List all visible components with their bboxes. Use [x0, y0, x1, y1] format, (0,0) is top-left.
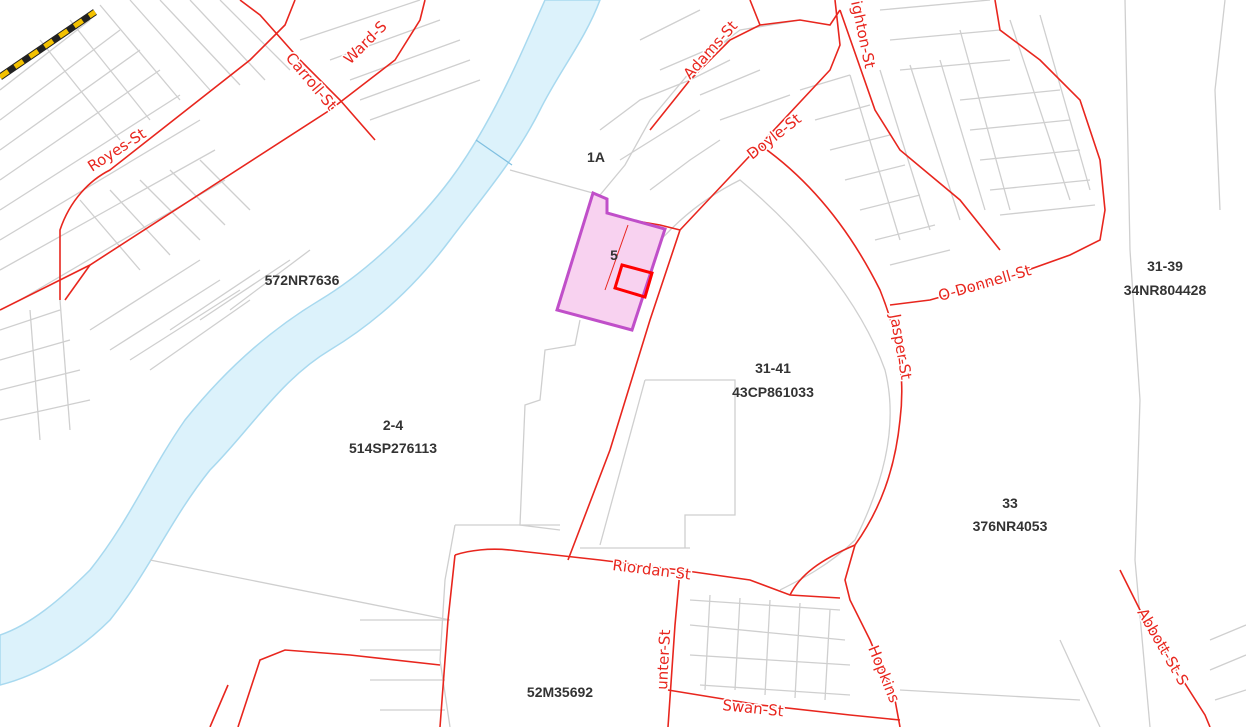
road-adams-st: [649, 9, 841, 131]
lot-label-31-41-number: 31-41: [755, 360, 791, 376]
lot-label-2-4-plan: 514SP276113: [349, 440, 437, 456]
road-network: [0, 0, 1211, 727]
subject-lot-internal-line: [604, 224, 629, 291]
railway-line: [0, 9, 97, 80]
highlight-box[interactable]: [613, 263, 654, 299]
road-doyle-st: [679, 0, 841, 231]
street-label-hunter-st: unter-St: [653, 629, 674, 690]
street-label-adams-st: Adams-St: [680, 17, 742, 83]
street-label-ward-st: Ward-S: [340, 17, 391, 68]
road-riordan-st: [454, 548, 841, 599]
street-label-hopkins-st: Hopkins: [864, 643, 903, 706]
road-swan-st: [667, 689, 901, 721]
lot-label-31-39-number: 31-39: [1147, 258, 1183, 274]
road-leighton-st: [839, 9, 1001, 251]
street-label-jasper-st: Jasper-St: [886, 312, 915, 381]
lot-label-31-39-plan: 34NR804428: [1124, 282, 1207, 298]
street-label-odonnell-st: O-Donnell-St: [936, 261, 1033, 305]
road-odonnell-st: [889, 0, 1106, 306]
river-crossing-line: [475, 139, 513, 166]
lot-label-572nr7636: 572NR7636: [265, 272, 340, 288]
street-label-swan-st: Swan-St: [722, 696, 785, 720]
lot-label-2-4-number: 2-4: [383, 417, 403, 433]
road-abbott-st: [1119, 569, 1211, 727]
road-jasper-st: [759, 144, 903, 727]
lot-label-33-number: 33: [1002, 495, 1018, 511]
lot-label-33-plan: 376NR4053: [973, 518, 1048, 534]
river: [0, 0, 601, 686]
lot-label-1a: 1A: [587, 149, 605, 165]
lot-label-31-41-plan: 43CP861033: [732, 384, 814, 400]
street-label-riordan-st: Riordan-St: [612, 556, 692, 583]
lot-label-52m35692: 52M35692: [527, 684, 593, 700]
street-label-leighton-st: ighton-St: [847, 0, 879, 70]
lot-label-5: 5: [610, 247, 618, 263]
